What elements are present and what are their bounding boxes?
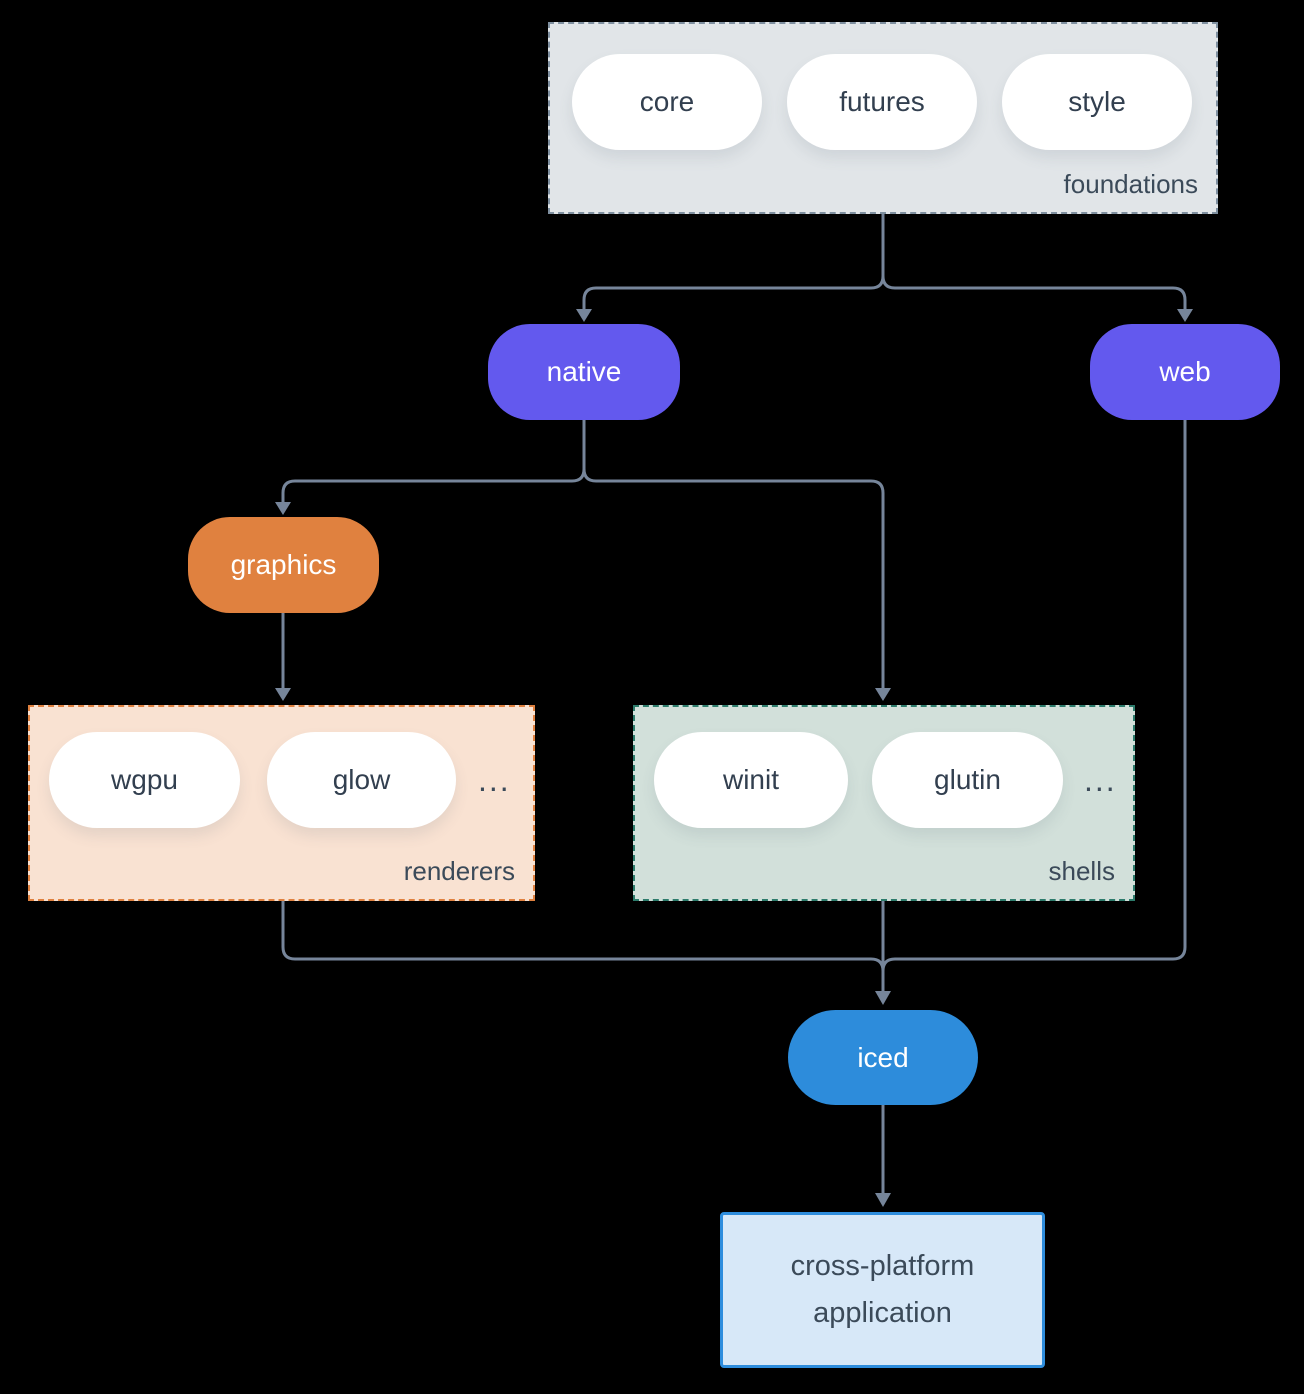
connector-native-to-shells [582,420,885,689]
pill-glow: glow [267,732,456,828]
application-box: cross-platform application [720,1212,1045,1368]
pill-graphics: graphics [188,517,379,613]
arrowhead-native [576,309,592,322]
application-label-line1: cross-platform [790,1250,975,1283]
pill-glutin: glutin [872,732,1063,828]
pill-core: core [572,54,762,150]
foundations-group-label: foundations [1063,169,1198,199]
arrowhead-application [875,1193,891,1207]
renderers-ellipsis: ... [478,762,511,798]
pill-wgpu: wgpu [49,732,240,828]
shells-ellipsis: ... [1084,762,1117,798]
pill-futures: futures [787,54,977,150]
pill-iced: iced [788,1010,978,1105]
connector-renderers-to-iced [281,901,885,972]
arrowhead-shells [875,688,891,701]
connector-foundations-to-native [582,214,885,310]
arrowhead-renderers [275,688,291,701]
connector-foundations-to-web [881,214,1187,310]
pill-native: native [488,324,680,420]
arrowhead-web [1177,309,1193,322]
arrowhead-graphics [275,502,291,515]
application-label-line2: application [813,1297,952,1329]
shells-group-label: shells [1048,856,1115,886]
pill-style: style [1002,54,1192,150]
connector-native-to-graphics [281,420,586,503]
renderers-group-label: renderers [403,856,515,886]
pill-web: web [1090,324,1280,420]
pill-winit: winit [654,732,848,828]
arrowhead-iced [875,991,891,1005]
